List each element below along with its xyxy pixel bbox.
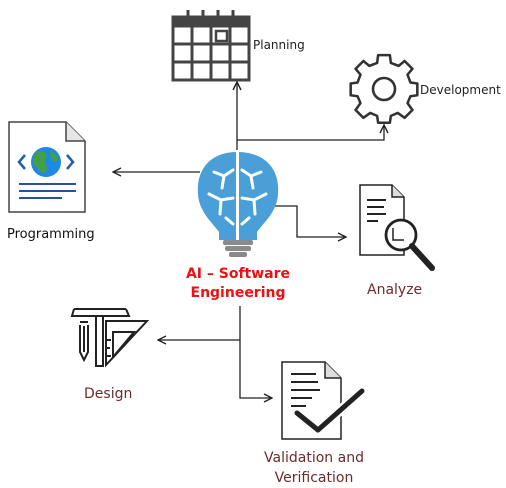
center-title-line2: Engineering <box>190 285 286 301</box>
calendar-icon <box>171 10 251 82</box>
center-title: AI – Software Engineering <box>168 265 308 303</box>
gear-icon <box>349 53 419 124</box>
connectors <box>113 82 384 398</box>
analyze-label: Analyze <box>367 282 423 298</box>
drafting-tools-icon <box>70 308 150 368</box>
code-document-icon <box>8 121 86 213</box>
magnifier-document-icon <box>359 184 435 271</box>
connector-analyze <box>272 205 346 237</box>
connector-validation <box>239 340 272 398</box>
connector-design <box>158 306 241 340</box>
development-label: Development <box>420 83 501 97</box>
validation-label-line2: Verification <box>274 470 354 486</box>
brain-bulb-icon <box>197 152 279 257</box>
connector-development <box>237 125 384 141</box>
validation-label: Validation and Verification <box>254 448 374 488</box>
center-title-line1: AI – Software <box>185 266 291 282</box>
validation-label-line1: Validation and <box>264 450 364 466</box>
checkmark-document-icon <box>281 361 367 440</box>
programming-label: Programming <box>7 227 95 242</box>
planning-label: Planning <box>253 38 305 52</box>
design-label: Design <box>84 386 133 402</box>
